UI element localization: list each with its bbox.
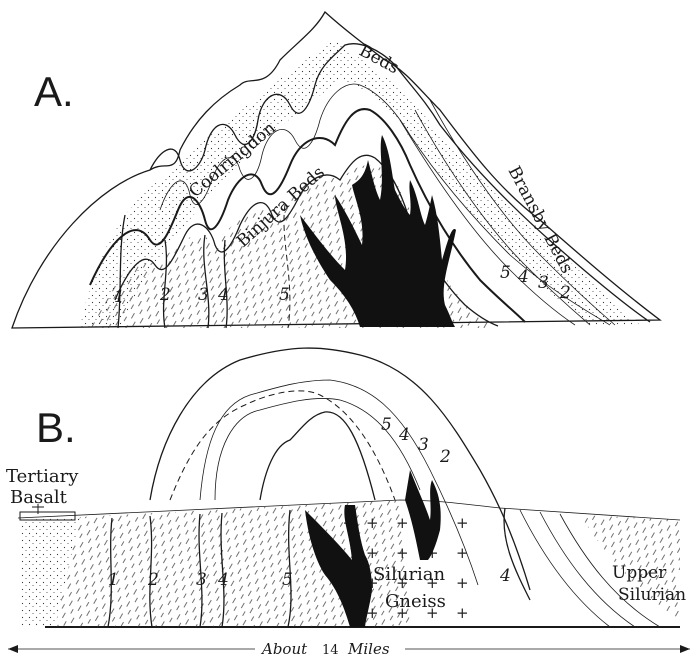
basalt-label: Basalt xyxy=(10,487,68,508)
scale-value: 14 xyxy=(322,643,339,658)
section-a-right-num-4: 4 xyxy=(517,267,529,287)
section-b-arch-num-3: 3 xyxy=(418,435,429,455)
section-a-right-num-5: 5 xyxy=(500,263,511,283)
section-b-num-3: 3 xyxy=(196,570,207,590)
section-a-num-4: 4 xyxy=(217,285,229,305)
section-a-num-3: 3 xyxy=(198,285,209,305)
silurian-label: Silurian xyxy=(373,564,446,585)
section-b-arch-num-5: 5 xyxy=(381,415,392,435)
section-b: B. Tertiary Basalt Silurian Gneiss Upper… xyxy=(6,348,686,627)
tertiary-label: Tertiary xyxy=(6,466,79,487)
section-a-right-num-3: 3 xyxy=(538,273,549,293)
scale-about: About xyxy=(260,640,308,658)
upper-label: Upper xyxy=(612,563,667,583)
scale-bar: About 14 Miles xyxy=(8,640,690,658)
section-b-arch-num-4: 4 xyxy=(398,425,410,445)
scale-unit: Miles xyxy=(347,640,390,658)
section-b-right-num-4: 4 xyxy=(499,566,511,586)
section-a-letter: A. xyxy=(34,68,74,115)
upper-silurian-label: Silurian xyxy=(618,585,686,605)
scale-arrow-right xyxy=(680,645,690,653)
gneiss-label: Gneiss xyxy=(385,591,446,612)
section-b-arch-num-2: 2 xyxy=(439,447,451,467)
section-b-num-2: 2 xyxy=(147,570,159,590)
section-b-num-4: 4 xyxy=(217,570,229,590)
section-b-arch-dashed xyxy=(170,391,395,500)
section-a-num-2: 2 xyxy=(159,285,171,305)
section-a-right-num-2: 2 xyxy=(559,283,571,303)
section-b-letter: B. xyxy=(36,404,76,451)
section-b-arch-3 xyxy=(215,398,420,500)
section-a-num-5: 5 xyxy=(279,285,290,305)
section-b-inner-fold xyxy=(260,412,375,500)
section-a-num-1: 1 xyxy=(114,287,125,307)
section-b-num-5: 5 xyxy=(282,570,293,590)
scale-arrow-left xyxy=(8,645,18,653)
section-b-num-1: 1 xyxy=(108,570,119,590)
section-a: A. Coolringdon Beds Binjura Beds Bransby… xyxy=(12,12,660,328)
